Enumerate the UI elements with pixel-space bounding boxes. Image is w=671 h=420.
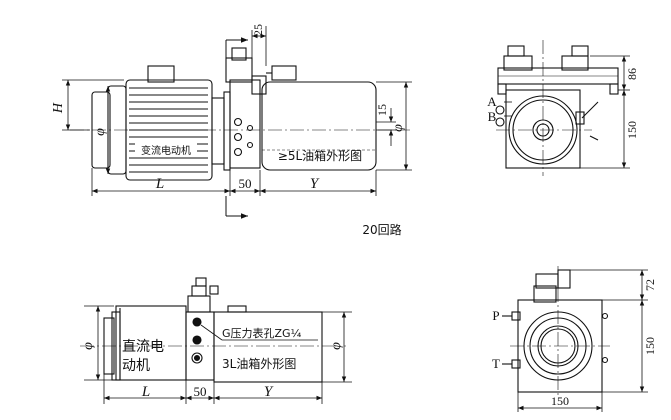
dim-H-label: H bbox=[51, 102, 66, 114]
motor-label-line1: 直流电 bbox=[122, 338, 164, 355]
port-P-label: P bbox=[492, 308, 499, 323]
top-dimensions bbox=[62, 26, 412, 196]
section-arrow-bottom bbox=[225, 196, 248, 219]
top-side-view: A B 86 150 bbox=[487, 40, 639, 176]
bottom-side-dimensions bbox=[517, 269, 648, 412]
dim-15-label: 15 bbox=[375, 104, 389, 116]
port-T-label: T bbox=[492, 356, 500, 371]
bottom-side-body bbox=[502, 269, 609, 393]
bottom-side-view: P T 72 150 150 bbox=[492, 266, 657, 412]
bottom-dimensions bbox=[84, 305, 352, 404]
dim-L-bottom-label: L bbox=[141, 384, 150, 400]
top-side-dimensions bbox=[504, 55, 630, 169]
dim-150-v-label: 150 bbox=[643, 337, 657, 355]
top-valve-block bbox=[225, 47, 297, 169]
port-B-label: B bbox=[488, 109, 497, 124]
motor-label-line2: 动机 bbox=[122, 358, 150, 374]
top-side-body bbox=[495, 45, 619, 169]
tank-label: ≥5L油箱外形图 bbox=[278, 148, 362, 163]
dim-86-label: 86 bbox=[625, 68, 639, 80]
top-front-view: H φ L 50 Y 25 15 φ 变流电动机 ≥5L油箱外形图 20回路 bbox=[51, 24, 412, 237]
dim-phi-tank-label: φ bbox=[391, 124, 406, 132]
dim-phi-motor-bottom-label: φ bbox=[81, 342, 96, 350]
bottom-oil-tank bbox=[213, 305, 323, 383]
dim-150-h-label: 150 bbox=[551, 394, 569, 408]
motor-label: 变流电动机 bbox=[141, 144, 191, 157]
section-arrow-top bbox=[225, 37, 248, 58]
dim-72-label: 72 bbox=[643, 279, 657, 291]
port-A-label: A bbox=[487, 94, 497, 109]
dim-25-label: 25 bbox=[251, 24, 265, 36]
dim-Y-bottom-label: Y bbox=[264, 384, 274, 400]
dim-phi-tank-bottom-label: φ bbox=[329, 342, 344, 350]
top-motor bbox=[91, 65, 231, 181]
bottom-valve-block bbox=[185, 277, 219, 381]
dim-50-label: 50 bbox=[239, 176, 252, 191]
tank-label-bottom: 3L油箱外形图 bbox=[222, 356, 296, 371]
dim-phi-motor-label: φ bbox=[93, 128, 108, 136]
gauge-label: G压力表孔ZG¼ bbox=[222, 326, 302, 340]
circuit-label: 20回路 bbox=[362, 222, 401, 237]
top-oil-tank bbox=[261, 81, 377, 171]
dim-L-label: L bbox=[155, 176, 164, 192]
dim-Y-label: Y bbox=[310, 176, 320, 192]
bottom-front-view: φ L 50 Y φ 直流电 动机 G压力表孔ZG¼ 3L油箱外形图 bbox=[80, 277, 352, 404]
dim-150-top-label: 150 bbox=[625, 121, 639, 139]
dim-50-bottom-label: 50 bbox=[194, 384, 207, 399]
